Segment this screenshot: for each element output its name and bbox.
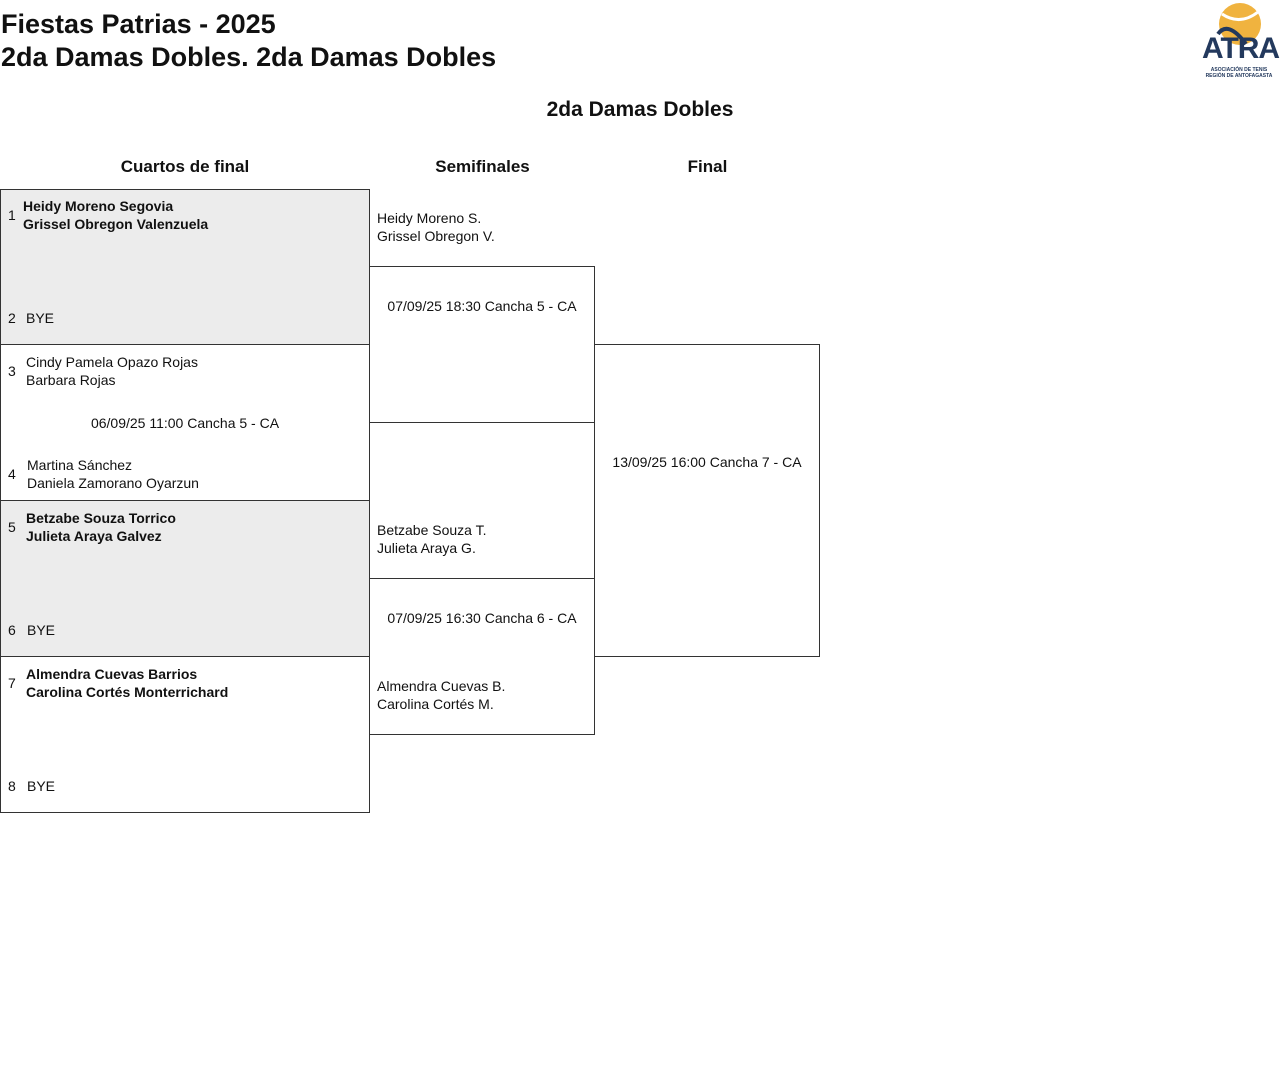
player-name: Carolina Cortés Monterrichard	[26, 684, 229, 700]
tennis-ball-icon	[1216, 3, 1261, 46]
qf-team-4: Martina Sánchez Daniela Zamorano Oyarzun	[27, 456, 199, 492]
player-name: Carolina Cortés M.	[377, 696, 494, 712]
seed-number: 4	[8, 466, 16, 482]
qf-team-1: Heidy Moreno Segovia Grissel Obregon Val…	[23, 197, 208, 233]
player-name: Julieta Araya Galvez	[26, 528, 162, 544]
atra-logo: ATRA ASOCIACIÓN DE TENIS REGIÓN DE ANTOF…	[1198, 0, 1280, 84]
draw-title: 2da Damas Dobles	[546, 98, 734, 121]
player-name: Martina Sánchez	[27, 457, 133, 473]
qf-team-6: BYE	[27, 621, 55, 639]
player-name: Daniela Zamorano Oyarzun	[27, 475, 199, 491]
event-title: Fiestas Patrias - 2025	[1, 9, 276, 39]
player-name: Heidy Moreno S.	[377, 210, 482, 226]
sf-team-3: Almendra Cuevas B. Carolina Cortés M.	[377, 677, 505, 713]
player-name: Grissel Obregon Valenzuela	[23, 216, 209, 232]
sf-match-1-schedule: 07/09/25 18:30 Cancha 5 - CA	[387, 298, 577, 314]
seed-number: 8	[8, 778, 16, 794]
sf-match-1	[369, 266, 595, 423]
seed-number: 1	[8, 207, 16, 223]
qf-match-schedule: 06/09/25 11:00 Cancha 5 - CA	[90, 415, 280, 431]
qf-team-5: Betzabe Souza Torrico Julieta Araya Galv…	[26, 509, 176, 545]
round-header-semifinals: Semifinales	[435, 157, 530, 176]
player-name: Barbara Rojas	[26, 372, 116, 388]
sf-team-2: Betzabe Souza T. Julieta Araya G.	[377, 521, 486, 557]
player-name: Heidy Moreno Segovia	[23, 198, 174, 214]
round-header-final: Final	[687, 157, 728, 176]
player-name: Julieta Araya G.	[377, 540, 476, 556]
qf-team-7: Almendra Cuevas Barrios Carolina Cortés …	[26, 665, 228, 701]
qf-team-8: BYE	[27, 777, 55, 795]
seed-number: 7	[8, 675, 16, 691]
logo-tagline-2: REGIÓN DE ANTOFAGASTA	[1205, 73, 1273, 79]
player-name: Almendra Cuevas B.	[377, 678, 506, 694]
qf-team-3: Cindy Pamela Opazo Rojas Barbara Rojas	[26, 353, 198, 389]
logo-text: ATRA	[1202, 32, 1280, 65]
seed-number: 3	[8, 363, 16, 379]
sf-match-2-schedule: 07/09/25 16:30 Cancha 6 - CA	[387, 610, 577, 626]
qf-match-1	[0, 189, 370, 345]
player-name: Almendra Cuevas Barrios	[26, 666, 198, 682]
sf-team-1: Heidy Moreno S. Grissel Obregon V.	[377, 209, 495, 245]
final-schedule: 13/09/25 16:00 Cancha 7 - CA	[612, 454, 802, 470]
bye-label: BYE	[27, 778, 56, 794]
player-name: Cindy Pamela Opazo Rojas	[26, 354, 198, 370]
seed-number: 2	[8, 310, 16, 326]
event-subtitle: 2da Damas Dobles. 2da Damas Dobles	[1, 42, 497, 72]
bye-label: BYE	[26, 310, 55, 326]
qf-team-2: BYE	[26, 309, 54, 327]
round-header-quarterfinals: Cuartos de final	[120, 157, 250, 176]
logo-tagline-1: ASOCIACIÓN DE TENIS	[1210, 67, 1268, 73]
bye-label: BYE	[27, 622, 56, 638]
seed-number: 5	[8, 519, 16, 535]
final-match	[594, 344, 820, 657]
player-name: Betzabe Souza Torrico	[26, 510, 176, 526]
seed-number: 6	[8, 622, 16, 638]
player-name: Grissel Obregon V.	[377, 228, 495, 244]
player-name: Betzabe Souza T.	[377, 522, 487, 538]
